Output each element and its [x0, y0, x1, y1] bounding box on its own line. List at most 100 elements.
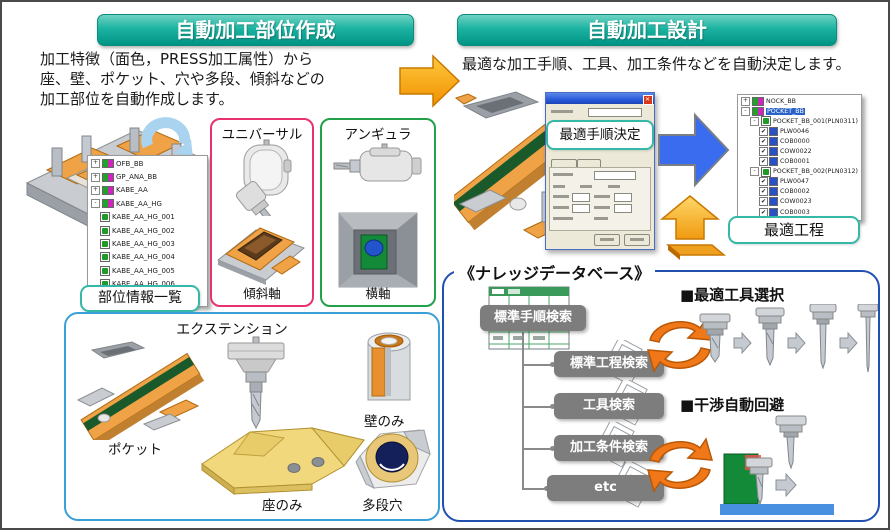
operation-icon: [769, 157, 778, 167]
wall-only-image: [358, 330, 420, 412]
part-info-tree[interactable]: + OFB_BB +GP_ANA_BB+KABE_AA - KABE_AA_HG KABE…: [87, 155, 208, 307]
tree-item[interactable]: ✔ COB0000: [739, 136, 861, 146]
tree-expand-icon[interactable]: -: [750, 167, 759, 177]
tree-item[interactable]: ✔COB0002: [739, 187, 861, 197]
tree-item-label: POCKET_BB_001(PLN0311): [773, 117, 859, 125]
feature-icon: [100, 265, 110, 276]
tree-item[interactable]: ✔ COW0023: [739, 197, 861, 207]
tree-item[interactable]: ✔ PLW0047: [739, 177, 861, 187]
flow-standard-procedure-search[interactable]: 標準手順検索: [480, 305, 586, 331]
interference-avoidance-label: ■干渉自動回避: [680, 396, 785, 414]
tree-item[interactable]: ✔COW0022: [739, 146, 861, 157]
tree-item[interactable]: ✔ COB0001: [739, 157, 861, 167]
tree-expand-icon[interactable]: +: [741, 96, 750, 106]
left-description: 加工特徴（面色，PRESS加工属性）から 座、壁、ポケット、穴や多段、傾斜などの…: [40, 49, 420, 109]
flow-etc[interactable]: etc: [547, 475, 664, 501]
flow-machining-condition-search[interactable]: 加工条件検索: [554, 435, 664, 461]
tree-item[interactable]: + OFB_BB: [89, 157, 207, 170]
tree-expand-icon[interactable]: -: [91, 199, 100, 209]
operation-icon: [769, 136, 778, 146]
knowledge-database-title: 《ナレッジデータベース》: [454, 260, 656, 284]
dialog-titlebar[interactable]: [546, 93, 654, 104]
tree-item[interactable]: - POCKET_BB_001(PLN0311): [739, 116, 861, 127]
refresh-cycle-icon: [642, 432, 718, 502]
pocket-label: ポケット: [108, 442, 162, 458]
extension-title: エクステンション: [176, 322, 288, 338]
part-icon: [102, 172, 114, 182]
tree-item[interactable]: KABE_AA_HG_005: [89, 264, 207, 277]
flow-tool-search[interactable]: 工具検索: [554, 393, 664, 419]
optimal-process-caption: 最適工程: [728, 216, 860, 244]
universal-caption: 傾斜軸: [243, 286, 281, 301]
part-icon: [752, 96, 764, 106]
tree-item-label: PLW0047: [780, 178, 809, 186]
tree-item[interactable]: - POCKET_BB: [739, 106, 861, 116]
operation-icon: [769, 187, 778, 197]
extension-tool-image: [216, 336, 296, 440]
dialog-close-icon[interactable]: ✕: [642, 94, 653, 105]
part-icon: [102, 199, 114, 209]
checkbox-icon[interactable]: ✔: [759, 126, 768, 136]
tree-item[interactable]: KABE_AA_HG_004: [89, 251, 207, 264]
tree-item[interactable]: KABE_AA_HG_003: [89, 237, 207, 250]
feature-icon: [100, 212, 110, 223]
process-tree[interactable]: +NOCK_BB-POCKET_BB-POCKET_BB_001(PLN0311…: [737, 94, 862, 221]
pocket-image: [74, 340, 205, 447]
tree-item[interactable]: KABE_AA_HG_001: [89, 211, 207, 224]
right-section-header: 自動加工設計: [457, 14, 837, 46]
tree-item[interactable]: -POCKET_BB_002(PLN0312): [739, 166, 861, 177]
tree-item-label: KABE_AA_HG_001: [112, 213, 175, 222]
tree-item[interactable]: +GP_ANA_BB: [89, 170, 207, 183]
blue-right-arrow: [657, 112, 731, 194]
tree-item-label: KABE_AA_HG: [116, 199, 162, 208]
checkbox-icon[interactable]: ✔: [759, 187, 768, 197]
tree-item-label: KABE_AA_HG_004: [112, 253, 175, 262]
horizontal-axis-image: [338, 212, 418, 292]
machining-settings-dialog[interactable]: ✕: [545, 92, 655, 250]
part-icon: [752, 106, 764, 116]
checkbox-icon[interactable]: ✔: [759, 177, 768, 187]
checkbox-icon[interactable]: ✔: [759, 157, 768, 167]
angular-caption: 横軸: [365, 286, 391, 301]
checkbox-icon[interactable]: ✔: [759, 197, 768, 207]
tree-item[interactable]: +NOCK_BB: [739, 96, 861, 106]
tree-item-label: PLW0046: [780, 127, 809, 135]
extension-box: エクステンション ポケット: [64, 312, 440, 521]
tree-expand-icon[interactable]: +: [91, 172, 100, 182]
angular-title: アンギュラ: [344, 127, 412, 143]
tree-expand-icon[interactable]: -: [750, 116, 759, 126]
checkbox-icon[interactable]: ✔: [759, 136, 768, 146]
tree-expand-icon[interactable]: +: [91, 185, 100, 195]
tree-item[interactable]: ✔ PLW0046: [739, 126, 861, 136]
optimal-tool-selection-label: ■最適工具選択: [680, 286, 785, 304]
multistep-hole-image: [354, 426, 432, 500]
tree-item-label: COB0001: [780, 158, 810, 166]
tree-item-label: OFB_BB: [116, 159, 144, 168]
feature-icon: [100, 225, 110, 236]
part-icon: [102, 185, 114, 195]
dialog-cancel-button[interactable]: [624, 234, 650, 246]
left-description-line3: 加工部位を自動作成します。: [40, 90, 234, 108]
tree-expand-icon[interactable]: +: [91, 159, 100, 169]
wall-only-label: 壁のみ: [364, 414, 405, 430]
tree-item[interactable]: +KABE_AA: [89, 184, 207, 197]
tree-expand-icon[interactable]: -: [741, 106, 750, 116]
tree-item-label: COW0023: [780, 198, 812, 206]
orange-updown-arrow: [654, 195, 727, 265]
seat-only-image: [194, 426, 374, 502]
tree-item-label: KABE_AA_HG_006: [112, 280, 175, 288]
operation-icon: [769, 147, 778, 157]
checkbox-icon[interactable]: ✔: [759, 147, 768, 157]
tree-item-label: POCKET_BB: [766, 107, 805, 115]
feature-icon: [761, 116, 771, 127]
tool-candidates-image: [694, 303, 879, 394]
tree-item[interactable]: - KABE_AA_HG: [89, 197, 207, 210]
dialog-ok-button[interactable]: [594, 234, 620, 246]
right-description: 最適な加工手順、工具、加工条件などを自動決定します。: [462, 55, 851, 73]
feature-icon: [761, 166, 771, 177]
tree-item[interactable]: KABE_AA_HG_002: [89, 224, 207, 237]
left-section-header: 自動加工部位作成: [97, 14, 414, 46]
flow-standard-process-search[interactable]: 標準工程検索: [554, 351, 664, 377]
tree-item-label: COB0000: [780, 137, 810, 145]
